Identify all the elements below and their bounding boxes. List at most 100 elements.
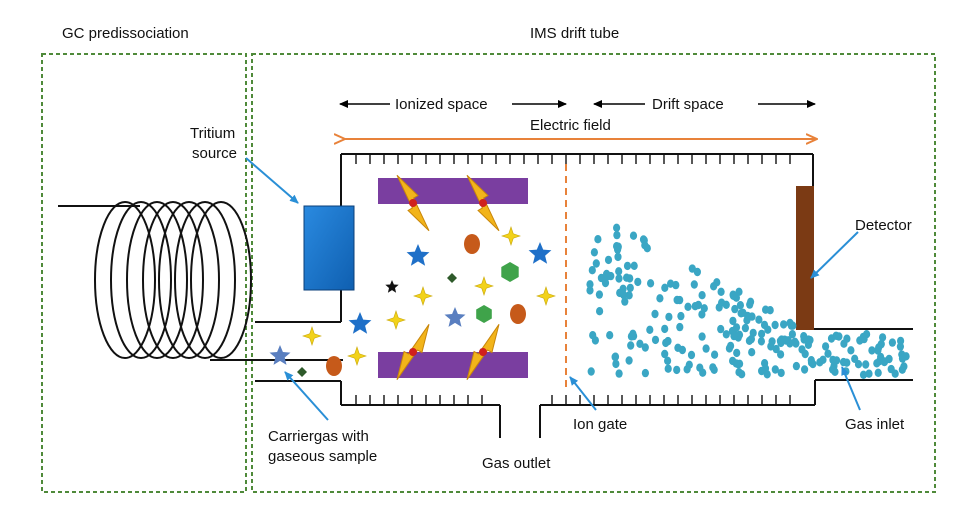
drift-ion (722, 330, 730, 339)
gas-inlet-label: Gas inlet (845, 416, 905, 433)
drift-ion (664, 356, 672, 365)
drift-ion (758, 329, 766, 339)
ims-section-title: IMS drift tube (530, 25, 619, 42)
drift-ion (683, 365, 691, 374)
drift-ion (898, 354, 907, 363)
drift-ion (676, 322, 684, 332)
drift-ion (711, 350, 719, 359)
drift-ion (629, 329, 637, 338)
drift-ion (661, 324, 669, 334)
drift-ion (736, 359, 744, 368)
drift-ion (717, 324, 725, 334)
drift-ion (767, 342, 775, 351)
electrode-rings (355, 154, 791, 405)
ion-spark (501, 226, 521, 246)
drift-ion (875, 343, 883, 352)
tritium-source (303, 205, 355, 291)
drift-ion (587, 367, 595, 376)
drift-ion (788, 330, 797, 339)
drift-ion (748, 348, 756, 357)
carrier-label-line2: gaseous sample (268, 448, 377, 465)
drift-ion (614, 252, 622, 262)
drift-ion (626, 283, 634, 293)
drift-ion (627, 341, 635, 350)
drift-ion (592, 259, 600, 268)
drift-ion (623, 261, 632, 271)
drift-ion (597, 273, 606, 283)
drift-ion (880, 357, 889, 367)
drift-ion (722, 300, 730, 309)
drift-ion (771, 320, 779, 330)
drift-ion (874, 368, 882, 377)
drift-ion (729, 291, 738, 300)
ionized-space-label: Ionized space (395, 96, 488, 113)
drift-ion (792, 339, 800, 348)
molecule-diamond (297, 367, 307, 377)
drift-ion (819, 355, 827, 364)
drift-ion (590, 248, 599, 257)
gas-outlet-label: Gas outlet (482, 455, 551, 472)
drift-ion (667, 279, 675, 288)
drift-ion (709, 363, 717, 372)
ion-spark (386, 310, 406, 330)
drift-ion (603, 269, 611, 279)
drift-ion (847, 346, 855, 355)
drift-ion (822, 342, 830, 351)
drift-ion (755, 315, 763, 324)
ion-species (269, 226, 556, 377)
drift-ion (586, 280, 594, 289)
drift-ion (806, 335, 814, 345)
drift-ion (616, 288, 624, 298)
drift-ion (684, 302, 692, 311)
drift-ion (613, 230, 621, 240)
drift-ion (747, 334, 756, 344)
ion-gate-label: Ion gate (573, 416, 627, 433)
drift-ion (699, 368, 707, 377)
drift-ion (694, 300, 703, 310)
drift-ion (588, 266, 596, 275)
drift-ion (730, 331, 738, 341)
drift-ion (758, 366, 766, 376)
drift-ion (613, 242, 621, 251)
ion-spark (302, 326, 322, 346)
drift-ion (732, 323, 741, 332)
ion-star-black (385, 280, 399, 293)
drift-ion (661, 349, 669, 359)
ion-star (528, 242, 552, 264)
gc-section-title: GC predissociation (62, 25, 189, 42)
gc-section-box (41, 53, 247, 493)
ion-spark (413, 286, 433, 306)
drift-ion (636, 339, 644, 348)
drift-space-indicator: Drift space (593, 96, 816, 113)
drift-ion (676, 295, 684, 305)
drift-ion (733, 348, 741, 358)
drift-ion (687, 350, 696, 360)
drift-ion (859, 370, 868, 379)
ion-star (269, 345, 291, 365)
detector-label: Detector (855, 217, 912, 234)
tritium-pointer (245, 157, 299, 204)
drift-ion (615, 267, 623, 276)
drift-ion (630, 261, 638, 270)
drift-ion-cloud (586, 223, 910, 379)
drift-ion (839, 357, 848, 367)
tritium-label-line2: source (192, 145, 237, 162)
drift-ion (859, 332, 867, 342)
drift-ion (634, 277, 642, 287)
drift-ion (900, 362, 908, 371)
drift-ion (735, 287, 743, 296)
molecule-hex (501, 262, 519, 282)
ims-section-box (251, 53, 936, 493)
drift-ion (612, 359, 620, 369)
ion-spark (347, 346, 367, 366)
drift-ion (629, 231, 638, 240)
drift-ion (613, 223, 621, 232)
drift-ion (651, 309, 659, 319)
drift-ion (591, 336, 600, 345)
ion-star (348, 312, 372, 334)
drift-ion (647, 279, 655, 288)
drift-ion (594, 235, 602, 244)
drift-ion (777, 368, 785, 378)
drift-ion (835, 332, 843, 341)
drift-ion (674, 343, 682, 352)
